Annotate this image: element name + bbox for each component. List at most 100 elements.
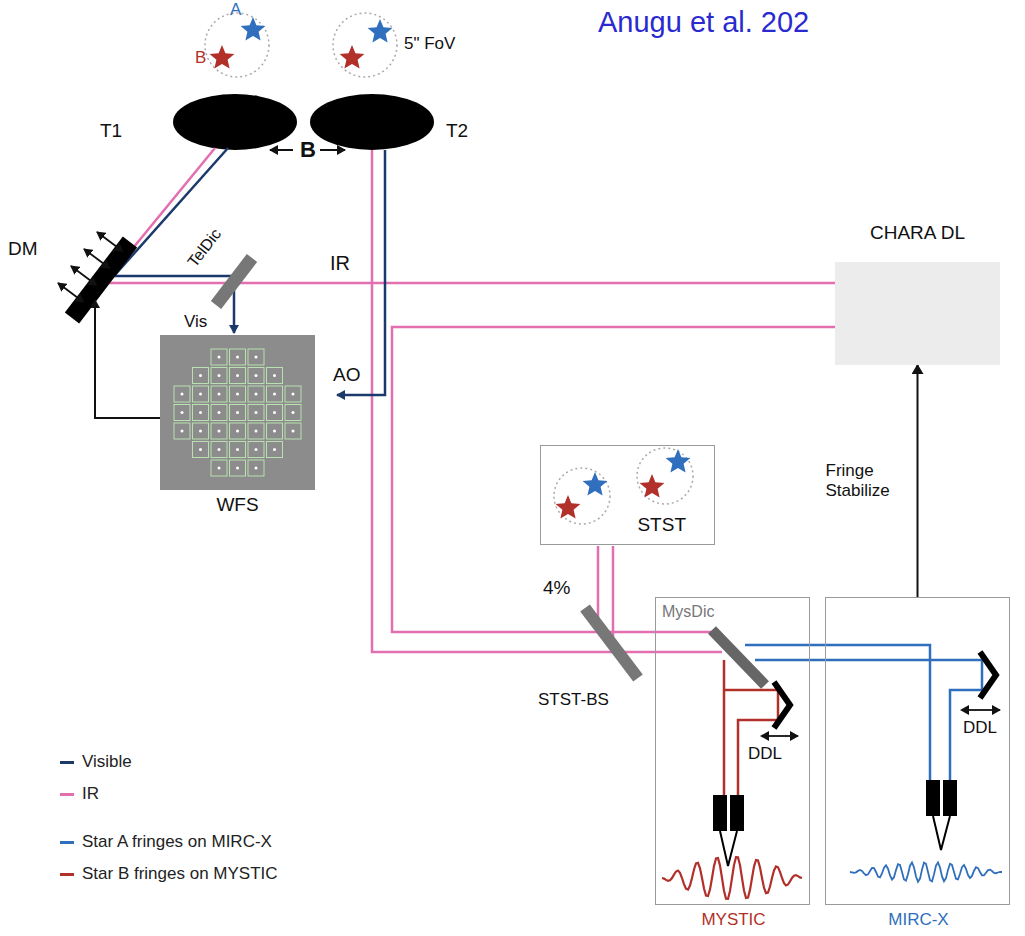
lenslet [193,405,209,421]
spot [236,467,239,470]
spot [273,411,276,414]
spot [218,467,221,470]
spot [199,374,202,377]
lenslet [211,460,227,476]
legend-text: Visible [82,752,132,772]
lenslet [193,386,209,402]
motion-arrow [968,709,1000,711]
lenslet [211,423,227,439]
spot [292,430,295,433]
spot [218,393,221,396]
star-b-beam [724,690,778,795]
split-ratio: 4% [543,577,570,599]
spot [255,374,258,377]
spot [218,430,221,433]
ir-beam [106,283,955,632]
spot [273,448,276,451]
fov-circle [637,448,693,504]
motion-arrow [768,735,798,737]
lenslet [174,386,190,402]
lenslet [174,405,190,421]
legend-swatch [60,841,74,844]
lenslet [248,386,264,402]
spot [255,448,258,451]
legend-text: IR [82,784,99,804]
legend-row: Star B fringes on MYSTIC [60,864,278,884]
lenslet [230,386,246,402]
detector [926,780,940,816]
instrument-box: MYSTIC [655,597,810,905]
spot [255,393,258,396]
lenslet [285,386,301,402]
dichroic-label: TelDic [184,225,225,271]
spot [273,393,276,396]
actuator-arrow [58,283,78,298]
lenslet [267,442,283,458]
spot [236,411,239,414]
lenslet [285,423,301,439]
spot [292,411,295,414]
feedback-arrow [95,300,160,418]
fringe-wave [662,857,802,899]
detector [730,795,744,831]
legend-row: Star A fringes on MIRC-X [60,832,272,852]
spot [199,448,202,451]
node-label: CHARA DL [870,222,965,244]
figure-title: Anugu et al. 202 [598,6,809,39]
legend-swatch [60,793,74,796]
dichroic [712,630,765,685]
node-label: WFS [216,494,258,516]
dichroic [216,258,252,305]
combiner [933,816,950,850]
star-symbol [368,19,393,43]
dichroic-label: MysDic [662,603,714,621]
spot [255,356,258,359]
lenslet [211,442,227,458]
node-label: MYSTIC [701,910,765,930]
telescope-label: T1 [100,120,122,142]
spot [236,356,239,359]
legend-row: Visible [60,752,132,772]
lenslet [230,442,246,458]
spot [181,430,184,433]
field-of-view: 5" FoV [404,34,455,54]
lenslet [230,423,246,439]
lenslet [248,349,264,365]
fringe-wave [850,862,1002,881]
detector [943,780,957,816]
delay-line-box: CHARA DL [835,262,1000,365]
fov-circle [554,468,610,524]
star-symbol [556,495,581,519]
star-label: A [230,0,241,20]
telescope [173,94,297,150]
spot [181,393,184,396]
lenslet [193,442,209,458]
feedback-connector [917,365,919,597]
legend-text: Star B fringes on MYSTIC [82,864,278,884]
star-symbol [340,45,365,69]
roof-mirror [774,682,790,728]
actuator-arrow [97,232,117,247]
star-label: B [195,48,206,68]
lenslet [211,349,227,365]
lenslet [248,442,264,458]
lenslet [248,423,264,439]
star-symbol [241,17,266,41]
lenslet [285,405,301,421]
lenslet [230,349,246,365]
spot [255,411,258,414]
star-b-beam [723,660,726,795]
legend-swatch [60,761,74,764]
lenslet [248,460,264,476]
node-label: MIRC-X [888,910,948,930]
spot [199,411,202,414]
connector-label: Fringe Stabilize [826,461,906,500]
star-symbol [640,474,665,498]
beam-splitter-label: STST-BS [538,690,609,710]
node-label: STST [637,514,686,536]
spot [218,356,221,359]
detector [713,795,727,831]
spot [218,411,221,414]
lenslet [193,423,209,439]
spot [218,374,221,377]
